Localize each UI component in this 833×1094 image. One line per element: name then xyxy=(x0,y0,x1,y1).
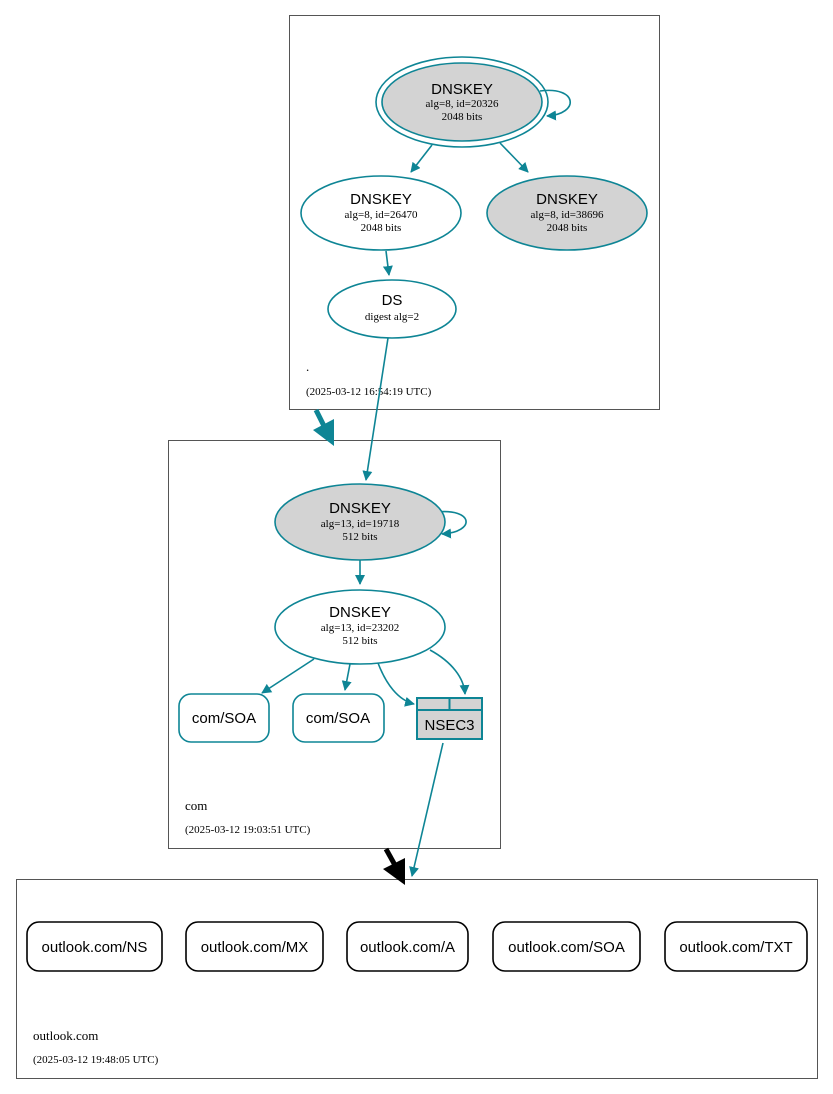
node-com-nsec3-label: NSEC3 xyxy=(424,717,474,734)
node-root-key3[interactable]: DNSKEY alg=8, id=38696 2048 bits xyxy=(486,175,648,251)
node-root-key3-line1: alg=8, id=38696 xyxy=(531,209,604,221)
zone-outlook-box xyxy=(16,879,818,1079)
node-com-zsk-line1: alg=13, id=23202 xyxy=(321,622,399,634)
node-com-soa-1[interactable]: com/SOA xyxy=(178,693,270,743)
node-root-ksk-line2: 2048 bits xyxy=(442,111,483,123)
node-com-ksk-line1: alg=13, id=19718 xyxy=(321,518,400,530)
edge-nsec3-outlook xyxy=(409,742,444,877)
node-com-ksk-line2: 512 bits xyxy=(342,531,377,543)
node-outlook-a-label: outlook.com/A xyxy=(360,939,455,956)
edge-com-zsk-nsec3-b xyxy=(429,649,470,695)
edge-com-zsk-soa2 xyxy=(341,663,352,691)
node-outlook-txt-label: outlook.com/TXT xyxy=(679,939,792,956)
node-com-soa-1-label: com/SOA xyxy=(192,710,256,727)
node-com-soa-2[interactable]: com/SOA xyxy=(292,693,385,743)
node-com-soa-2-label: com/SOA xyxy=(306,710,370,727)
zone-com-name: com xyxy=(185,798,207,813)
node-root-ds-line1: digest alg=2 xyxy=(365,311,419,323)
zone-outlook-timestamp: (2025-03-12 19:48:05 UTC) xyxy=(33,1054,159,1066)
node-com-zsk[interactable]: DNSKEY alg=13, id=23202 512 bits xyxy=(274,589,446,665)
node-root-zsk-line2: 2048 bits xyxy=(361,222,402,234)
node-root-zsk-title: DNSKEY xyxy=(350,191,412,208)
zone-outlook-name: outlook.com xyxy=(33,1028,98,1043)
node-outlook-ns[interactable]: outlook.com/NS xyxy=(26,921,163,972)
node-root-zsk-line1: alg=8, id=26470 xyxy=(345,209,418,221)
zone-com-box xyxy=(168,440,501,849)
node-com-ksk-title: DNSKEY xyxy=(329,500,391,517)
node-outlook-mx-label: outlook.com/MX xyxy=(201,939,309,956)
zone-com-timestamp: (2025-03-12 19:03:51 UTC) xyxy=(185,824,311,836)
edge-root-zsk-ds xyxy=(382,250,393,276)
edge-com-zsk-nsec3-a xyxy=(377,662,415,707)
node-com-ksk[interactable]: DNSKEY alg=13, id=19718 512 bits xyxy=(274,483,446,561)
node-outlook-mx[interactable]: outlook.com/MX xyxy=(185,921,324,972)
delegation-com-outlook xyxy=(383,847,405,885)
edges xyxy=(261,89,571,877)
node-root-zsk[interactable]: DNSKEY alg=8, id=26470 2048 bits xyxy=(300,175,462,251)
node-outlook-soa-label: outlook.com/SOA xyxy=(508,939,625,956)
node-root-ksk-line1: alg=8, id=20326 xyxy=(426,98,499,110)
zone-root-box xyxy=(289,15,660,410)
edge-root-ksk-zsk xyxy=(410,144,433,173)
zone-root-name: . xyxy=(306,359,309,374)
edge-root-ksk-key3 xyxy=(499,142,529,173)
edge-com-ksk-self xyxy=(435,510,467,539)
node-root-key3-line2: 2048 bits xyxy=(547,222,588,234)
node-root-ksk[interactable]: DNSKEY alg=8, id=20326 2048 bits xyxy=(375,56,549,148)
zone-root-timestamp: (2025-03-12 16:54:19 UTC) xyxy=(306,386,432,398)
node-root-ksk-title: DNSKEY xyxy=(431,81,493,98)
node-com-zsk-title: DNSKEY xyxy=(329,604,391,621)
delegation-root-com xyxy=(313,408,334,446)
node-com-zsk-line2: 512 bits xyxy=(342,635,377,647)
node-root-ds[interactable]: DS digest alg=2 xyxy=(327,279,457,339)
edge-com-zsk-soa1 xyxy=(261,658,315,694)
node-com-nsec3[interactable]: NSEC3 xyxy=(416,697,483,740)
edge-ds-com-ksk xyxy=(362,337,389,481)
node-outlook-txt[interactable]: outlook.com/TXT xyxy=(664,921,808,972)
node-root-ds-title: DS xyxy=(382,292,403,309)
node-outlook-ns-label: outlook.com/NS xyxy=(42,939,148,956)
node-root-key3-title: DNSKEY xyxy=(536,191,598,208)
edge-root-ksk-self xyxy=(539,89,571,121)
node-outlook-soa[interactable]: outlook.com/SOA xyxy=(492,921,641,972)
node-outlook-a[interactable]: outlook.com/A xyxy=(346,921,469,972)
